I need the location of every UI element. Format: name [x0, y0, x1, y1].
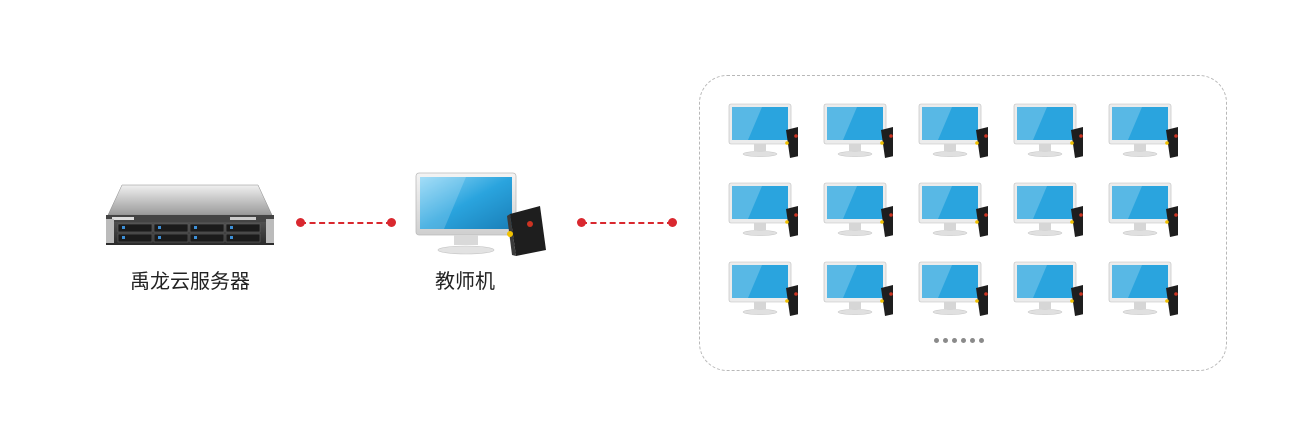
student-computer — [728, 103, 798, 161]
teacher-computer-icon — [415, 172, 546, 256]
student-computer — [823, 103, 893, 161]
ellipsis-dot — [979, 338, 984, 343]
student-computer-icon — [1108, 261, 1178, 316]
student-computer — [728, 182, 798, 240]
connector-dot — [296, 218, 305, 227]
student-computer — [823, 182, 893, 240]
connector-line — [300, 222, 392, 224]
student-machine-group — [699, 75, 1227, 371]
server-node — [100, 183, 280, 248]
connector-line — [581, 222, 673, 224]
ellipsis-dot — [943, 338, 948, 343]
ellipsis-dot — [934, 338, 939, 343]
student-computer — [728, 261, 798, 319]
student-computer-icon — [728, 261, 798, 316]
student-computer — [823, 261, 893, 319]
student-computer — [1013, 261, 1083, 319]
student-grid — [728, 103, 1198, 323]
connector-teacher-students — [577, 217, 677, 229]
student-computer-icon — [1013, 182, 1083, 237]
student-computer-icon — [918, 182, 988, 237]
ellipsis-dot — [970, 338, 975, 343]
student-computer-icon — [823, 103, 893, 158]
teacher-label: 教师机 — [435, 269, 495, 293]
student-computer-icon — [728, 103, 798, 158]
connector-dot — [668, 218, 677, 227]
student-computer-icon — [728, 182, 798, 237]
student-computer — [1013, 103, 1083, 161]
student-computer — [1108, 103, 1178, 161]
student-computer — [918, 182, 988, 240]
student-computer-icon — [918, 261, 988, 316]
more-ellipsis — [934, 338, 994, 343]
student-computer-icon — [1108, 182, 1178, 237]
student-computer-icon — [1013, 261, 1083, 316]
teacher-node — [414, 172, 552, 257]
server-icon — [106, 184, 274, 245]
connector-server-teacher — [296, 217, 396, 229]
student-computer-icon — [1108, 103, 1178, 158]
student-computer-icon — [1013, 103, 1083, 158]
server-label: 禹龙云服务器 — [130, 269, 250, 293]
student-computer — [1013, 182, 1083, 240]
student-computer — [1108, 182, 1178, 240]
student-computer-icon — [823, 182, 893, 237]
student-computer-icon — [823, 261, 893, 316]
connector-dot — [577, 218, 586, 227]
connector-dot — [387, 218, 396, 227]
ellipsis-dot — [961, 338, 966, 343]
ellipsis-dot — [952, 338, 957, 343]
student-computer — [1108, 261, 1178, 319]
student-computer — [918, 261, 988, 319]
student-computer-icon — [918, 103, 988, 158]
student-computer — [918, 103, 988, 161]
